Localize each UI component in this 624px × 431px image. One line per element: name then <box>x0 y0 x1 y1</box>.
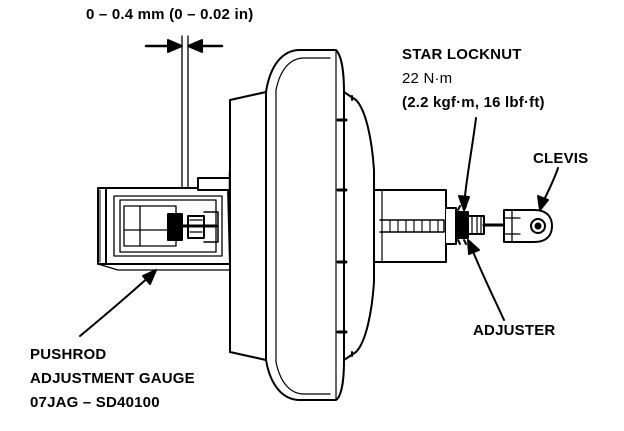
star-locknut-torque: 22 N·m <box>402 70 453 87</box>
clearance-label: 0 – 0.4 mm (0 – 0.02 in) <box>86 6 254 23</box>
clevis-label: CLEVIS <box>533 150 589 167</box>
leader-arrows <box>79 117 559 337</box>
clevis <box>503 209 553 243</box>
star-locknut-label: STAR LOCKNUT <box>402 46 522 63</box>
star-locknut-torque-alt: (2.2 kgf·m, 16 lbf·ft) <box>402 94 545 111</box>
gauge-label-line1: PUSHROD <box>30 346 107 363</box>
booster-body <box>229 49 375 401</box>
booster-rear-hub <box>373 189 457 263</box>
clearance-dimension <box>144 35 224 215</box>
adjuster <box>467 215 506 235</box>
pushrod-adjustment-gauge <box>97 170 232 271</box>
gauge-part-number: 07JAG – SD40100 <box>30 394 160 411</box>
adjuster-label: ADJUSTER <box>473 322 556 339</box>
star-locknut <box>455 205 469 245</box>
gauge-label-line2: ADJUSTMENT GAUGE <box>30 370 195 387</box>
